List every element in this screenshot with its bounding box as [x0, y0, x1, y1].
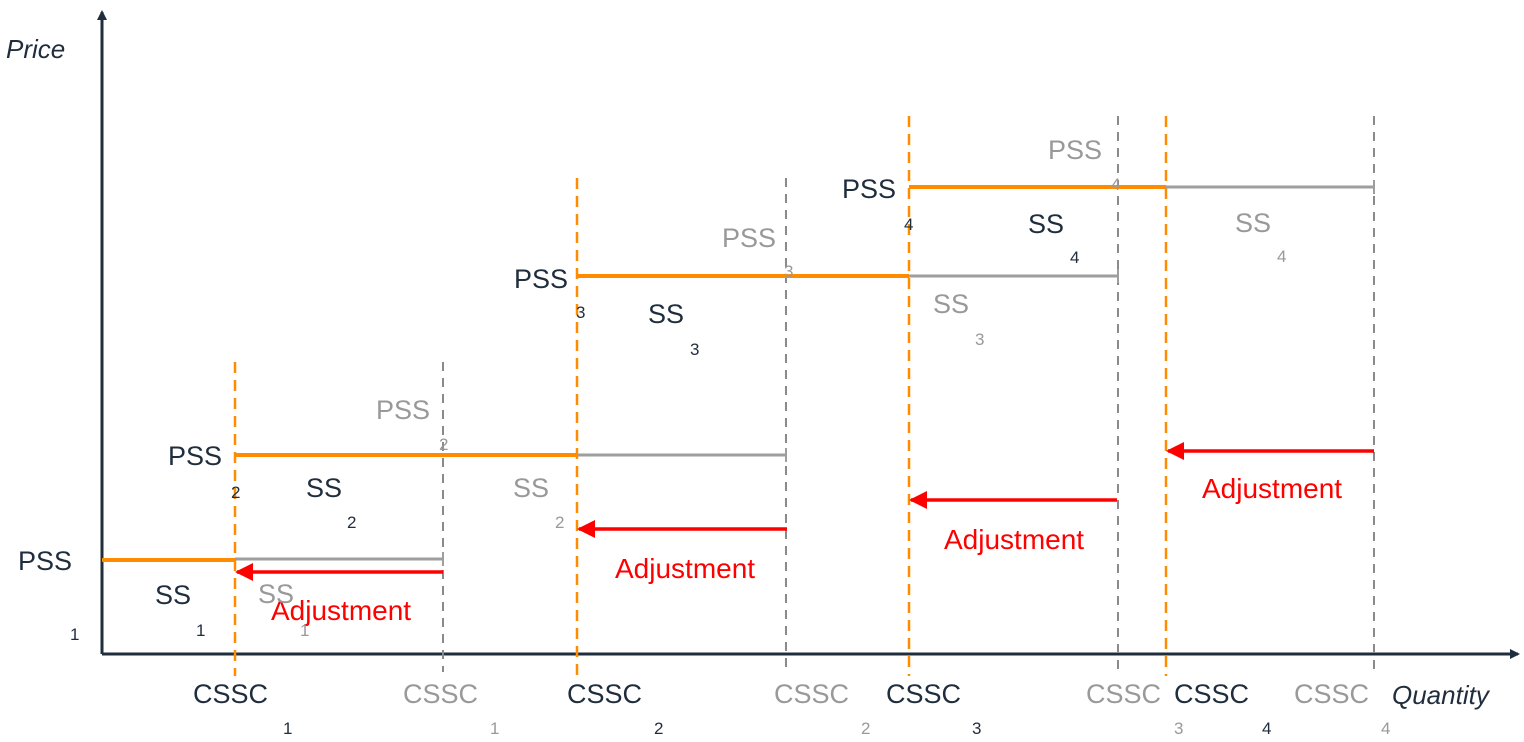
ss-sub-4: 4: [1070, 248, 1079, 267]
cssc-grey-label-1: CSSC: [403, 679, 478, 709]
ss-grey-label-2: SS: [513, 473, 549, 503]
pss-sub-1: 1: [70, 625, 79, 644]
ss-grey-label-3: SS: [933, 289, 969, 319]
cssc-grey-sub-2: 2: [861, 719, 870, 737]
ss-dark-labels: SS 1 SS 2 SS 3 SS 4: [155, 209, 1079, 640]
adjustment-arrows: [235, 442, 1374, 581]
pss-label-2: PSS: [168, 441, 222, 471]
pss-grey-label-4: PSS: [1048, 135, 1102, 165]
ss-label-3: SS: [648, 299, 684, 329]
ss-sub-3: 3: [690, 340, 699, 359]
pss-label-4: PSS: [842, 174, 896, 204]
cssc-sub-4: 4: [1262, 719, 1271, 737]
cssc-sub-1: 1: [283, 719, 292, 737]
pss-sub-2: 2: [231, 483, 240, 502]
ss-sub-2: 2: [347, 513, 356, 532]
pss-grey-labels: PSS 2 PSS 3 PSS 4: [376, 135, 1120, 454]
ss-grey-sub-4: 4: [1277, 247, 1286, 266]
ss-grey-sub-2: 2: [555, 513, 564, 532]
ss-sub-1: 1: [196, 621, 205, 640]
cssc-sub-3: 3: [972, 719, 981, 737]
cssc-grey-sub-1: 1: [490, 719, 499, 737]
adjustment-label-2: Adjustment: [615, 553, 755, 584]
pss-sub-3: 3: [576, 303, 585, 322]
cssc-grey-label-4: CSSC: [1294, 679, 1369, 709]
ss-grey-label-4: SS: [1235, 208, 1271, 238]
adjustment-label-3: Adjustment: [944, 524, 1084, 555]
pss-label-1: PSS: [18, 546, 72, 576]
cssc-sub-2: 2: [654, 719, 663, 737]
ss-grey-sub-3: 3: [975, 330, 984, 349]
pss-grey-sub-2: 2: [439, 435, 448, 454]
ss-label-4: SS: [1028, 209, 1064, 239]
adjustment-label-1: Adjustment: [271, 595, 411, 626]
cssc-grey-label-3: CSSC: [1086, 679, 1161, 709]
ss-grey-label-1: SS: [258, 579, 294, 609]
cssc-grey-sub-3: 3: [1174, 719, 1183, 737]
cssc-grey-label-2: CSSC: [774, 679, 849, 709]
cssc-label-4: CSSC: [1174, 679, 1249, 709]
pss-dark-labels: PSS 1 PSS 2 PSS 3 PSS 4: [18, 174, 913, 644]
pss-label-3: PSS: [514, 264, 568, 294]
cssc-label-2: CSSC: [567, 679, 642, 709]
grey-dashed-lines: [442, 116, 1375, 672]
cssc-grey-labels: CSSC 1 CSSC 2 CSSC 3 CSSC 4: [403, 679, 1390, 738]
cssc-label-1: CSSC: [193, 679, 268, 709]
ss-label-2: SS: [306, 473, 342, 503]
cssc-grey-sub-4: 4: [1381, 719, 1390, 737]
pss-grey-sub-4: 4: [1111, 175, 1120, 194]
pss-sub-4: 4: [904, 215, 913, 234]
orange-dashed-lines: [233, 116, 1168, 676]
adjustment-label-4: Adjustment: [1202, 473, 1342, 504]
cssc-dark-labels: CSSC 1 CSSC 2 CSSC 3 CSSC 4: [193, 679, 1271, 738]
x-axis-title: Quantity: [1392, 680, 1491, 710]
pss-grey-label-2: PSS: [376, 395, 430, 425]
ss-label-1: SS: [155, 580, 191, 610]
grey-segment-ticks: [442, 180, 1375, 566]
ss-grey-labels: SS 1 SS 2 SS 3 SS 4: [258, 208, 1286, 640]
pss-grey-sub-3: 3: [784, 262, 793, 281]
y-axis-title: Price: [6, 34, 65, 64]
cssc-label-3: CSSC: [886, 679, 961, 709]
grey-price-segments: [235, 185, 1374, 561]
orange-price-segments: [102, 185, 1166, 562]
pss-grey-label-3: PSS: [722, 223, 776, 253]
ss-grey-sub-1: 1: [300, 621, 309, 640]
adjustment-labels: Adjustment Adjustment Adjustment Adjustm…: [271, 473, 1342, 626]
